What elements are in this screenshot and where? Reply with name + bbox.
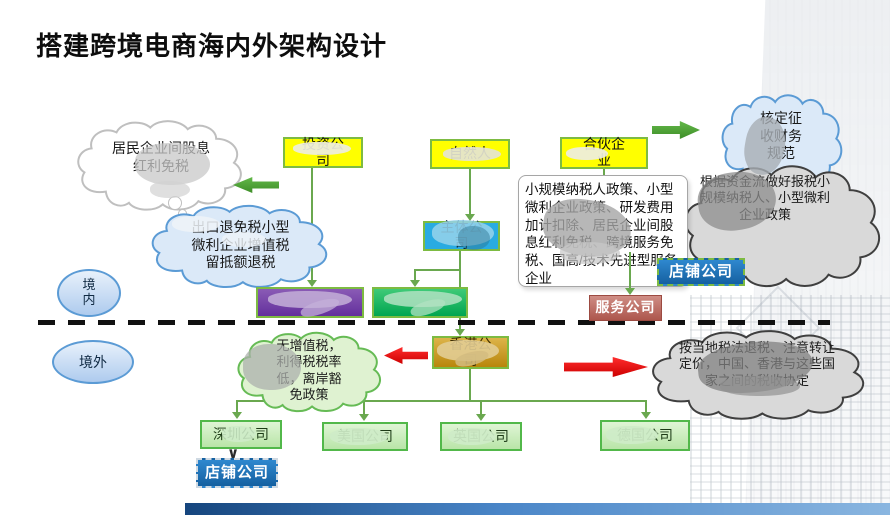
redaction-smudge xyxy=(432,220,494,246)
connector xyxy=(645,400,647,413)
arrow-left-red-icon xyxy=(384,347,428,364)
arrowhead-icon xyxy=(359,414,369,421)
redaction-smudge xyxy=(330,428,388,445)
node-service-co: 服务公司 xyxy=(589,295,662,321)
arrowhead-icon xyxy=(641,412,651,419)
connector xyxy=(629,252,631,288)
region-inside: 境内 xyxy=(57,269,121,317)
redaction-smudge xyxy=(172,216,220,232)
redaction-smudge xyxy=(448,428,496,445)
bottom-blue-bar xyxy=(185,503,890,515)
arrowhead-icon xyxy=(476,414,486,421)
connector xyxy=(469,168,471,214)
arrow-right-green-icon xyxy=(652,121,700,139)
node-shop-co-right: 店铺公司 xyxy=(657,258,745,286)
region-outside: 境外 xyxy=(52,340,134,384)
connector xyxy=(236,400,238,413)
connector xyxy=(236,400,646,402)
arrowhead-icon xyxy=(410,280,420,287)
connector xyxy=(363,400,365,415)
redaction-smudge xyxy=(150,181,190,198)
redaction-smudge xyxy=(222,426,256,442)
arrowhead-icon xyxy=(625,288,635,295)
connector xyxy=(480,400,482,415)
node-shop-co-bottom: 店铺公司 xyxy=(196,458,278,488)
arrowhead-icon xyxy=(465,214,475,221)
cloud-export-refund: 出口退免税小型微利企业增值税留抵额退税 xyxy=(146,203,336,291)
connector xyxy=(414,269,416,281)
page-title: 搭建跨境电商海内外架构设计 xyxy=(36,31,388,61)
redaction-smudge xyxy=(443,147,501,161)
connector xyxy=(414,269,460,271)
redaction-smudge xyxy=(222,232,266,247)
redaction-smudge xyxy=(243,344,301,390)
chevron-down-icon: ∨ xyxy=(227,445,240,462)
node-label: 店铺公司 xyxy=(204,463,269,481)
redaction-smudge xyxy=(720,376,800,396)
node-label: 店铺公司 xyxy=(668,262,733,280)
arrowhead-icon xyxy=(232,412,242,419)
connector xyxy=(603,168,605,176)
redaction-smudge xyxy=(135,143,210,185)
redaction-smudge xyxy=(560,242,620,264)
redaction-smudge xyxy=(606,426,658,444)
redaction-smudge xyxy=(458,226,490,250)
arrowhead-icon xyxy=(455,329,465,336)
region-label: 境内 xyxy=(82,277,96,307)
redaction-smudge xyxy=(566,147,608,160)
inside-outside-divider xyxy=(38,320,830,325)
node-label: 服务公司 xyxy=(595,299,656,316)
connector xyxy=(469,369,471,401)
region-label: 境外 xyxy=(79,354,107,370)
arrow-right-red-icon xyxy=(564,357,648,377)
arrowhead-icon xyxy=(307,280,317,287)
redaction-smudge xyxy=(293,142,351,155)
